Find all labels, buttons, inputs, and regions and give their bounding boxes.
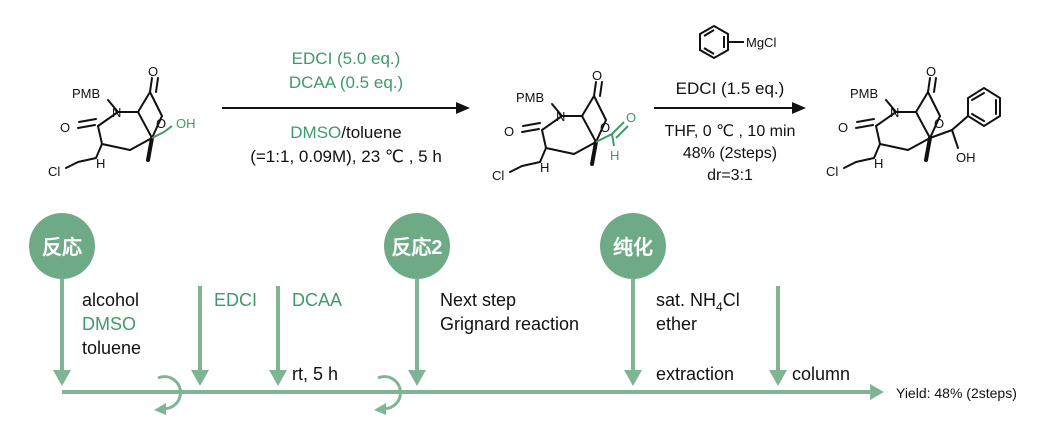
flow-column: column <box>792 364 850 384</box>
nh4cl-sub: 4 <box>716 300 723 314</box>
reaction1-conditions: (=1:1, 0.09M), 23 ℃ , 5 h <box>250 147 442 166</box>
flow-workup-ether: ether <box>656 314 697 334</box>
mol1-o-bridge-label: O <box>156 116 166 131</box>
stirring-icon-2 <box>374 375 402 415</box>
stage-reaction-circle <box>29 213 95 279</box>
mol2-cl-label: Cl <box>492 168 504 183</box>
reaction-arrow-1-head <box>456 102 470 114</box>
mol2-o-label: O <box>504 124 514 139</box>
reaction2-dr: dr=3:1 <box>707 167 753 184</box>
mol2-o-aldehyde-label: O <box>626 110 636 125</box>
mol1-o-carbonyl-label: O <box>148 64 158 79</box>
mol1-pmb-label: PMB <box>72 86 100 101</box>
mol3-oh-label: OH <box>956 150 976 165</box>
reaction-arrow-2-head <box>792 102 806 114</box>
mol1-o-label: O <box>60 120 70 135</box>
flow-add-toluene: toluene <box>82 338 141 358</box>
flow-arrows <box>60 279 780 372</box>
mol1-n-label: N <box>112 105 121 120</box>
flow-add-dmso: DMSO <box>82 314 136 334</box>
mol2-pmb-label: PMB <box>516 90 544 105</box>
process-timeline <box>62 384 884 400</box>
mol3-h-label: H <box>874 156 883 171</box>
aldehyde-group <box>595 121 629 147</box>
stage-reaction2-label: 反応2 <box>391 235 442 259</box>
mol3-n-label: N <box>890 105 899 120</box>
reaction2-reagent: EDCI (1.5 eq.) <box>676 79 785 98</box>
flow-grignard: Grignard reaction <box>440 314 579 334</box>
reaction2-yield: 48% (2steps) <box>683 145 777 162</box>
reaction1-solvent: DMSO/toluene <box>290 123 402 142</box>
reaction1-reagent-2: DCAA (0.5 eq.) <box>289 73 403 92</box>
molecule-product <box>843 77 1001 169</box>
mol3-o-label: O <box>838 120 848 135</box>
flow-arrowheads <box>53 370 787 386</box>
reaction1-solvent-toluene: /toluene <box>341 123 402 142</box>
reaction1-reagent-1: EDCI (5.0 eq.) <box>292 49 401 68</box>
flow-add-dcaa: DCAA <box>292 290 342 310</box>
flow-add-edci: EDCI <box>214 290 257 310</box>
mol1-cl-label: Cl <box>48 164 60 179</box>
stage-purification-circle <box>600 213 666 279</box>
mol1-h-label: H <box>96 156 105 171</box>
flow-yield: Yield: 48% (2steps) <box>896 385 1017 401</box>
stage-reaction2-circle <box>384 213 450 279</box>
reaction1-solvent-dmso: DMSO <box>290 123 341 142</box>
mol3-o-bridge-label: O <box>934 116 944 131</box>
mol2-o-carbonyl-label: O <box>592 68 602 83</box>
mol3-pmb-label: PMB <box>850 86 878 101</box>
nh4cl-post: Cl <box>723 290 740 310</box>
hydroxymethyl-group <box>151 125 173 139</box>
molecule-alcohol <box>65 77 163 169</box>
grignard-mgcl-label: MgCl <box>746 35 776 50</box>
stirring-icon <box>154 375 182 415</box>
mol2-n-label: N <box>556 109 565 124</box>
flow-next-step: Next step <box>440 290 516 310</box>
mol3-o-carbonyl-label: O <box>926 64 936 79</box>
flow-add-alcohol: alcohol <box>82 290 139 310</box>
phenyl-grignard-icon <box>699 24 744 60</box>
flow-workup-nh4cl: sat. NH4Cl <box>656 290 740 314</box>
molecule-aldehyde <box>509 81 607 173</box>
nh4cl-pre: sat. NH <box>656 290 716 310</box>
stage-reaction-label: 反応 <box>42 235 82 259</box>
mol2-h-label: H <box>540 160 549 175</box>
mol2-h-aldehyde-label: H <box>610 148 619 163</box>
mol1-oh-label: OH <box>176 116 196 131</box>
reaction2-conditions: THF, 0 ℃ , 10 min <box>665 123 796 140</box>
flow-extraction: extraction <box>656 364 734 384</box>
stage-purification-label: 纯化 <box>613 235 653 259</box>
flow-condition-rt: rt, 5 h <box>292 364 338 384</box>
mol2-o-bridge-label: O <box>600 120 610 135</box>
mol3-cl-label: Cl <box>826 164 838 179</box>
